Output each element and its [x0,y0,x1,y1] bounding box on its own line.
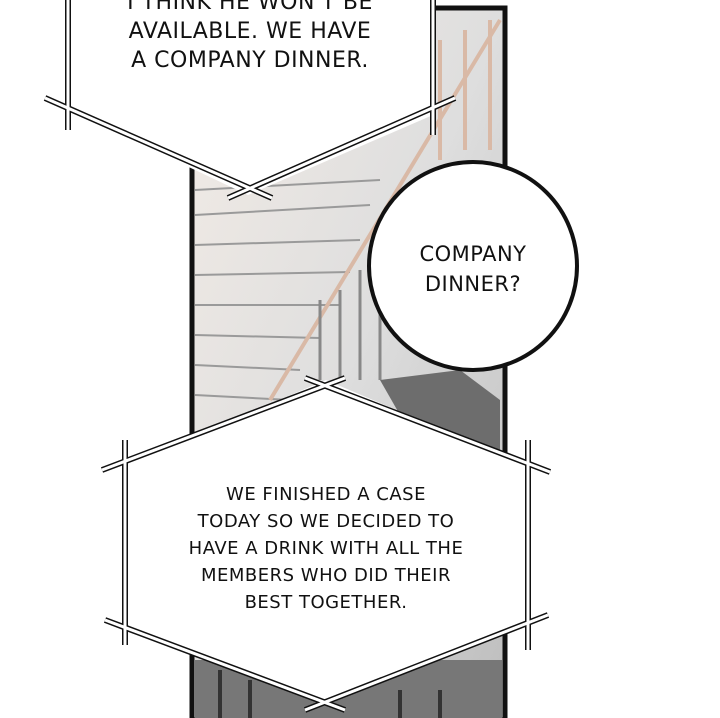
text-line: HAVE A DRINK WITH ALL THE [188,538,464,559]
text-line: A COMPANY DINNER. [131,48,369,73]
text-line: AVAILABLE. WE HAVE [128,19,372,44]
top-bubble-text: I THINK HE WON'T BE AVAILABLE. WE HAVE A… [60,0,440,75]
text-line: I THINK HE WON'T BE [127,0,373,15]
bottom-bubble-text: WE FINISHED A CASE TODAY SO WE DECIDED T… [150,481,502,616]
top-speech-bubble [43,0,457,201]
bottom-speech-bubble [100,375,552,713]
text-line: DINNER? [424,272,522,296]
text-line: BEST TOGETHER. [244,592,408,613]
text-line: MEMBERS WHO DID THEIR [200,565,451,586]
circle-bubble-text: COMPANY DINNER? [373,239,573,299]
text-line: TODAY SO WE DECIDED TO [197,511,455,532]
text-line: WE FINISHED A CASE [226,484,426,505]
circle-speech-bubble [367,160,579,372]
text-line: COMPANY [419,242,527,266]
